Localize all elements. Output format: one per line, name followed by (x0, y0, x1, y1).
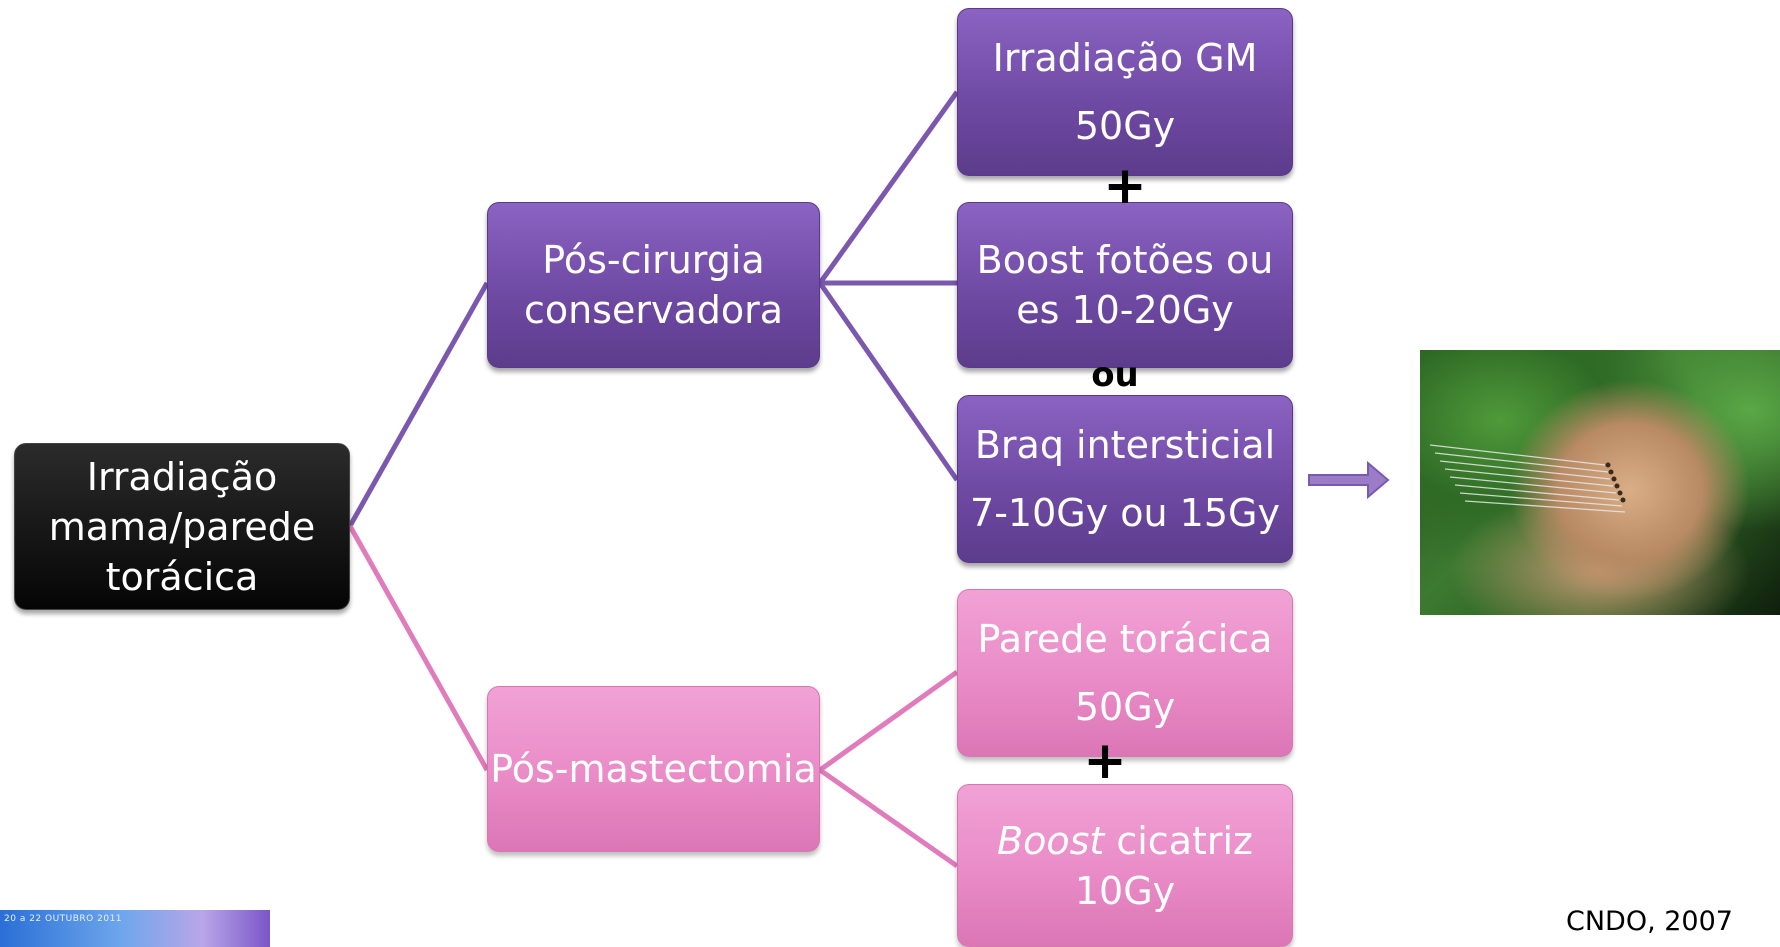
branch-node-mastectomy-label: Pós-mastectomia (490, 747, 817, 791)
leaf-node-boost-scar: Boost cicatriz 10Gy (957, 784, 1293, 947)
leaf-node-chest-wall: Parede torácica 50Gy (957, 589, 1293, 757)
leaf-node-brachytherapy-line2: 7-10Gy ou 15Gy (970, 491, 1280, 535)
root-node: Irradiação mama/parede torácica (14, 443, 350, 610)
leaf-node-gm-line1: Irradiação GM (992, 36, 1258, 80)
branch-node-conservative-label: Pós-cirurgia conservadora (523, 238, 784, 332)
leaf-node-boost-photons: Boost fotões ou es 10-20Gy (957, 202, 1293, 368)
leaf-node-gm-line2: 50Gy (1074, 104, 1176, 148)
leaf-node-gm: Irradiação GM 50Gy (957, 8, 1293, 176)
conference-logo: 20 a 22 OUTUBRO 2011 (0, 910, 270, 947)
root-node-label: Irradiação mama/parede torácica (48, 454, 316, 599)
branch-node-mastectomy: Pós-mastectomia (487, 686, 820, 852)
or-operator: ou (1091, 355, 1139, 395)
leaf-node-brachytherapy: Braq intersticial 7-10Gy ou 15Gy (957, 395, 1293, 563)
leaf-node-boost-scar-line2: 10Gy (1074, 868, 1176, 913)
leaf-node-boost-photons-line2: es 10-20Gy (1016, 288, 1234, 332)
connector-mastectomy-chestwall (818, 669, 959, 773)
plus-operator-1: + (1103, 156, 1147, 216)
connector-root-mastectomy (347, 524, 490, 772)
leaf-node-chest-wall-line1: Parede torácica (977, 617, 1273, 661)
leaf-node-boost-photons-line1: Boost fotões ou (976, 238, 1274, 282)
leaf-node-boost-scar-line1: Boost cicatriz (997, 816, 1253, 866)
photo-catheters (1429, 444, 1626, 513)
branch-node-conservative: Pós-cirurgia conservadora (487, 202, 820, 368)
brachytherapy-photo (1420, 350, 1780, 615)
plus-operator-2: + (1083, 731, 1127, 791)
leaf-node-chest-wall-line2: 50Gy (1074, 685, 1176, 729)
leaf-node-brachytherapy-line1: Braq intersticial (974, 423, 1276, 467)
connector-root-conservative (347, 281, 490, 528)
arrow-icon (1308, 460, 1390, 500)
connector-conservative-gm (817, 90, 960, 285)
leaf-node-boost-scar-italic: Boost (997, 818, 1105, 863)
connector-mastectomy-boostscar (818, 767, 959, 869)
citation: CNDO, 2007 (1566, 906, 1733, 937)
connector-conservative-brachy (817, 281, 960, 482)
leaf-node-boost-scar-rest: cicatriz (1104, 818, 1253, 863)
conference-logo-text: 20 a 22 OUTUBRO 2011 (4, 914, 123, 924)
